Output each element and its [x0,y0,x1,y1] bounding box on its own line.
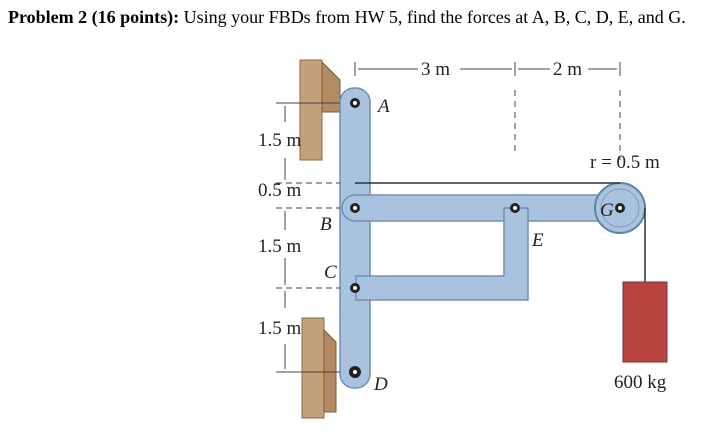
hanging-mass [622,281,668,363]
dim-3m-label: 3 m [421,59,450,80]
lower-wall-support [301,317,337,419]
problem-statement: Problem 2 (16 points): Using your FBDs f… [8,7,704,28]
bent-member-CE [355,207,529,301]
upper-wall-support [299,59,341,161]
dim-2m-label: 2 m [553,59,582,80]
pin-A [350,98,360,108]
vertical-member [339,87,371,389]
label-G: G [600,200,614,221]
horizontal-dimensions [354,62,621,160]
pin-B [350,203,360,213]
label-E: E [531,230,544,251]
label-B: B [320,214,332,235]
pin-D [349,366,361,378]
vertical-dimensions [276,102,340,373]
label-D: D [373,374,388,395]
problem-heading: Problem 2 (16 points): [8,7,180,27]
label-A: A [376,96,390,117]
dim-vert-1-label: 1.5 m [258,130,302,151]
pin-E [510,203,520,213]
mass-label: 600 kg [614,372,667,393]
dim-vert-4-label: 1.5 m [258,318,302,339]
pin-C [350,283,360,293]
pin-G [615,203,625,213]
problem-text: Using your FBDs from HW 5, find the forc… [183,7,686,27]
dim-vert-3-label: 1.5 m [258,236,302,257]
radius-label: r = 0.5 m [590,152,660,173]
dim-vert-2-label: 0.5 m [258,180,302,201]
label-C: C [324,262,337,283]
horizontal-member-BG [341,194,625,222]
